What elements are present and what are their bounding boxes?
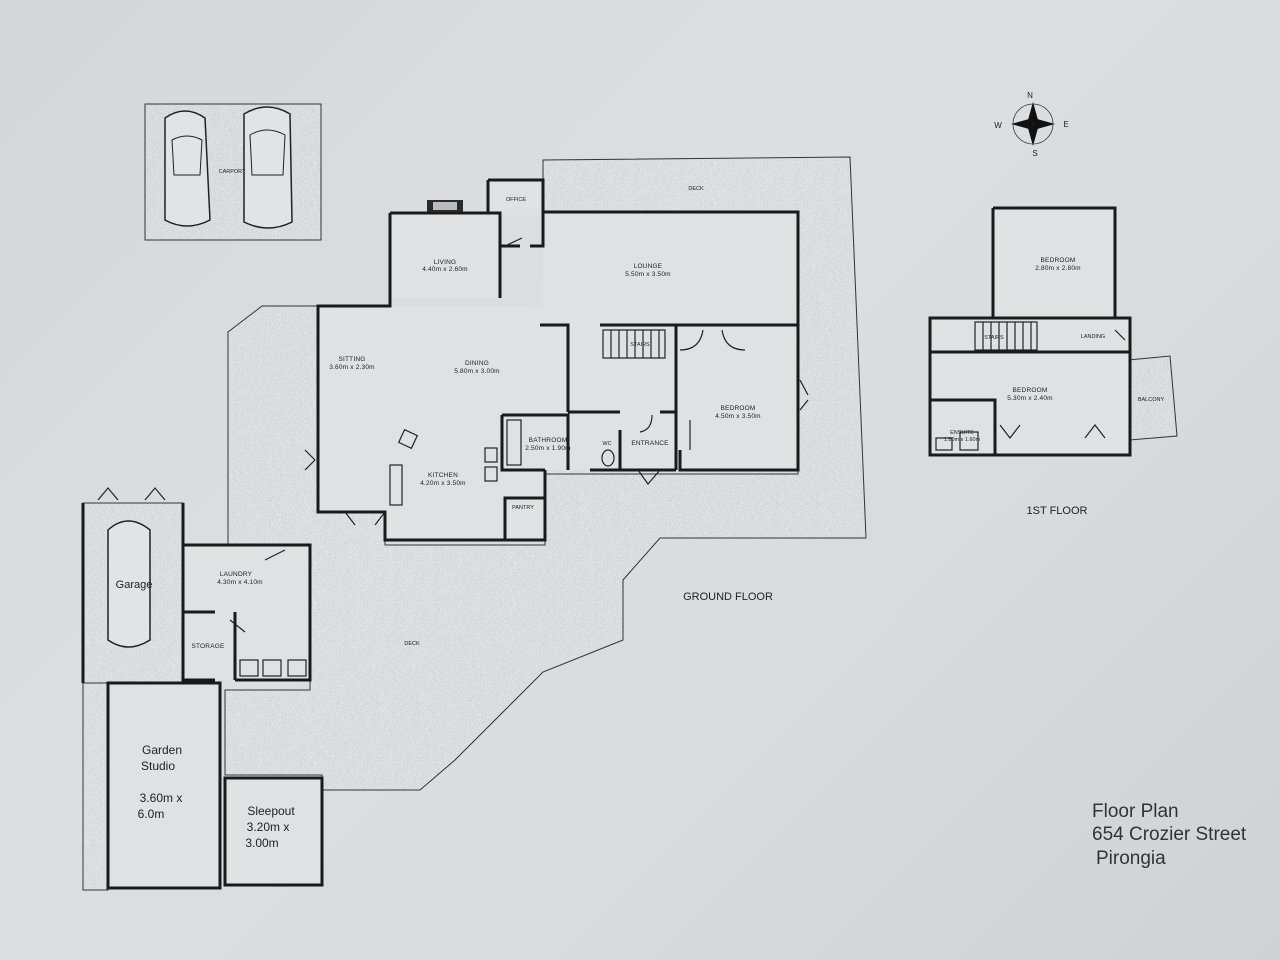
compass-rose: [1011, 102, 1055, 146]
compass-n-label: N: [1027, 91, 1033, 100]
ff-bedroom1-dim: 2.80m x 2.80m: [1035, 265, 1081, 272]
office-label: OFFICE: [506, 197, 526, 203]
bathroom-label: BATHROOM: [529, 437, 568, 444]
ff-bedroom2-dim: 5.30m x 2.40m: [1007, 395, 1053, 402]
stairs-label: STAIRS: [630, 342, 650, 348]
sitting-label: SITTING: [338, 356, 365, 363]
storage-label: STORAGE: [191, 643, 225, 650]
ground-floor-walls: [304, 178, 809, 542]
garden-studio-label-2: Studio: [141, 759, 175, 773]
lounge-label: LOUNGE: [634, 263, 663, 270]
sleepout-dim-2: 3.00m: [245, 836, 278, 850]
ff-ensuite-dim: 1.80m x 1.60m: [944, 437, 981, 443]
title-line-3: Pirongia: [1096, 848, 1166, 869]
ff-landing-label: LANDING: [1081, 334, 1105, 340]
pantry-label: PANTRY: [512, 505, 534, 511]
deck-south-label: DECK: [404, 641, 420, 647]
living-label: LIVING: [434, 259, 457, 266]
service-wing: [81, 487, 312, 683]
ff-bedroom1-label: BEDROOM: [1041, 257, 1076, 264]
compass-s-label: S: [1032, 149, 1037, 158]
garden-studio-dim-1: 3.60m x: [140, 791, 183, 805]
bathroom-dim: 2.50m x 1.90m: [525, 445, 571, 452]
sitting-dim: 3.60m x 2.30m: [329, 364, 375, 371]
ff-balcony-label: BALCONY: [1138, 397, 1165, 403]
sleepout-label: Sleepout: [247, 804, 295, 818]
title-line-2: 654 Crozier Street: [1092, 824, 1247, 845]
garden-studio-dim-2: 6.0m: [138, 807, 165, 821]
dining-label: DINING: [465, 360, 489, 367]
kitchen-dim: 4.20m x 3.50m: [420, 480, 466, 487]
entrance-label: ENTRANCE: [631, 440, 669, 447]
dining-dim: 5.80m x 3.00m: [454, 368, 500, 375]
garage-label: Garage: [116, 579, 153, 591]
wc-label: WC: [602, 441, 611, 447]
compass-e-label: E: [1063, 120, 1068, 129]
ff-stairs-label: STAIRS: [984, 335, 1004, 341]
ground-floor-title: GROUND FLOOR: [683, 591, 773, 603]
sleepout-dim-1: 3.20m x: [247, 820, 290, 834]
ff-ensuite-label: ENSUITE: [950, 430, 974, 436]
bedroom-label: BEDROOM: [721, 405, 756, 412]
first-floor-title: 1ST FLOOR: [1027, 505, 1088, 517]
title-line-1: Floor Plan: [1092, 801, 1179, 822]
laundry-label: LAUNDRY: [220, 571, 253, 578]
carport-cars: [164, 106, 293, 229]
carport-label: CARPORT: [219, 169, 246, 175]
ff-bedroom2-label: BEDROOM: [1013, 387, 1048, 394]
garden-studio-label-1: Garden: [142, 743, 182, 757]
living-dim: 4.40m x 2.60m: [422, 266, 468, 273]
bedroom-dim: 4.50m x 3.50m: [715, 413, 761, 420]
outbuildings: [106, 681, 324, 890]
compass-w-label: W: [994, 121, 1002, 130]
deck-north-label: DECK: [688, 186, 704, 192]
lounge-dim: 5.50m x 3.50m: [625, 271, 671, 278]
first-floor-walls: [928, 206, 1132, 457]
laundry-dim: 4.30m x 4.10m: [217, 579, 263, 586]
kitchen-label: KITCHEN: [428, 472, 458, 479]
